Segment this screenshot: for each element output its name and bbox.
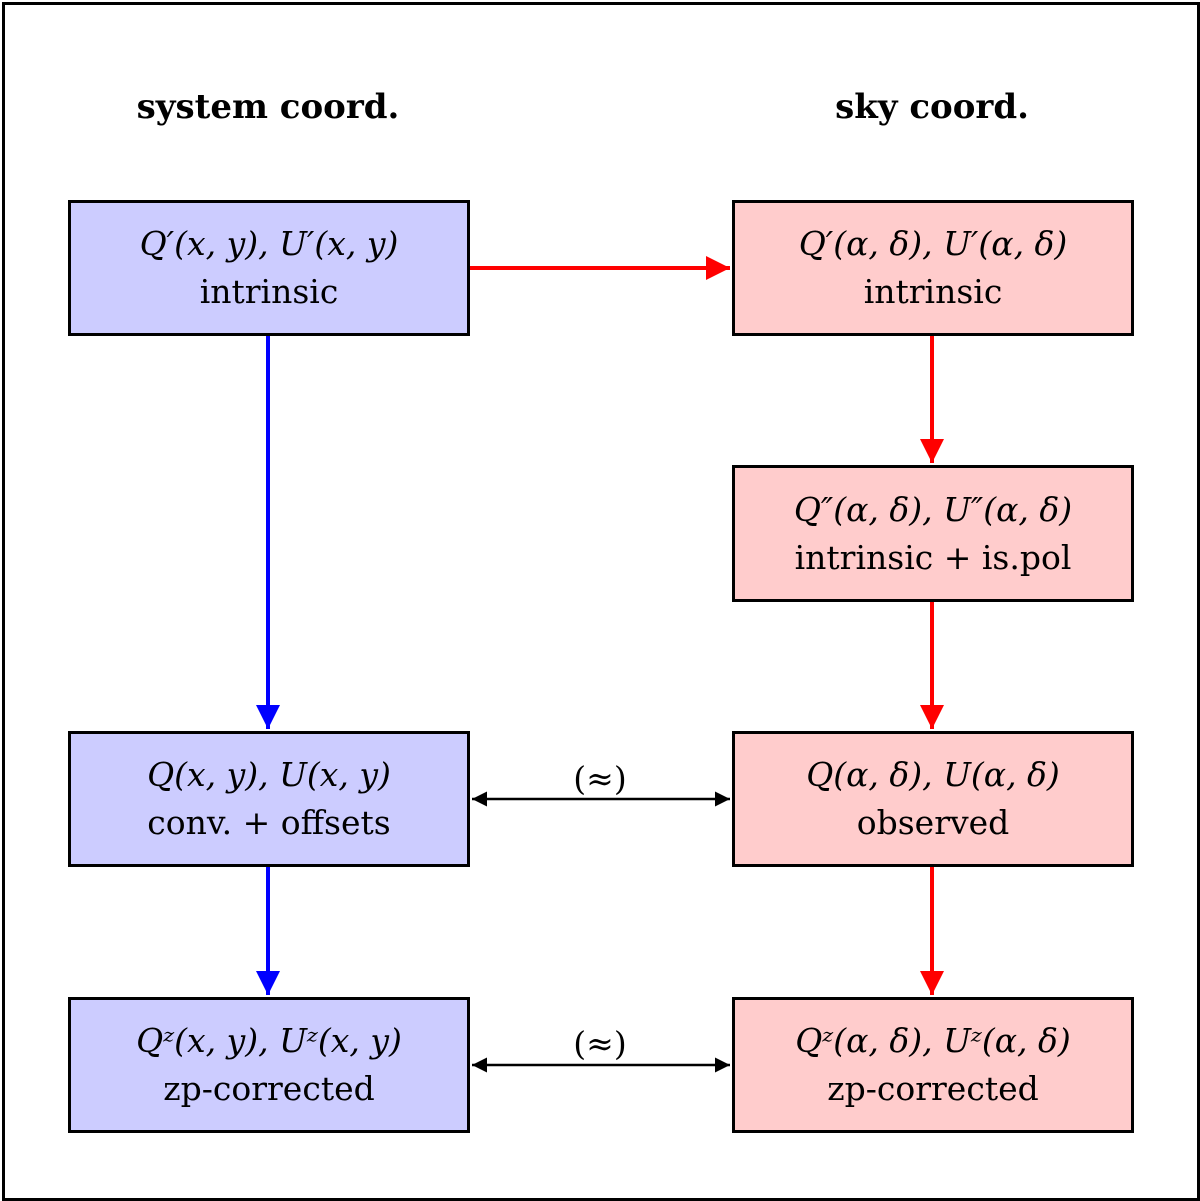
approx-label-lower: (≈) [573, 1024, 626, 1063]
sky-intrinsic-formula: Q′(α, δ), U′(α, δ) [798, 224, 1068, 263]
sky-intrinsic-box: Q′(α, δ), U′(α, δ) intrinsic [732, 200, 1134, 336]
sky-ispol-label: intrinsic + is.pol [794, 537, 1072, 577]
sky-zp-corrected-formula: Qᶻ(α, δ), Uᶻ(α, δ) [795, 1021, 1071, 1060]
system-zp-corrected-formula: Qᶻ(x, y), Uᶻ(x, y) [136, 1021, 402, 1060]
approx-label-upper: (≈) [573, 759, 626, 798]
sky-ispol-box: Q″(α, δ), U″(α, δ) intrinsic + is.pol [732, 465, 1134, 602]
system-zp-corrected-box: Qᶻ(x, y), Uᶻ(x, y) zp-corrected [68, 997, 470, 1133]
system-convolved-formula: Q(x, y), U(x, y) [147, 755, 391, 794]
system-convolved-box: Q(x, y), U(x, y) conv. + offsets [68, 731, 470, 867]
system-zp-corrected-label: zp-corrected [163, 1069, 375, 1108]
system-convolved-label: conv. + offsets [147, 803, 391, 842]
sky-zp-corrected-box: Qᶻ(α, δ), Uᶻ(α, δ) zp-corrected [732, 997, 1134, 1133]
sky-observed-box: Q(α, δ), U(α, δ) observed [732, 731, 1134, 867]
sky-coord-header: sky coord. [835, 87, 1029, 127]
sky-observed-label: observed [856, 803, 1010, 842]
system-intrinsic-label: intrinsic [199, 272, 339, 311]
system-coord-header: system coord. [136, 87, 400, 127]
sky-observed-formula: Q(α, δ), U(α, δ) [806, 755, 1060, 794]
system-intrinsic-formula: Q′(x, y), U′(x, y) [139, 224, 399, 263]
sky-ispol-formula: Q″(α, δ), U″(α, δ) [793, 489, 1073, 529]
system-intrinsic-box: Q′(x, y), U′(x, y) intrinsic [68, 200, 470, 336]
sky-intrinsic-label: intrinsic [863, 272, 1003, 311]
sky-zp-corrected-label: zp-corrected [827, 1069, 1039, 1108]
